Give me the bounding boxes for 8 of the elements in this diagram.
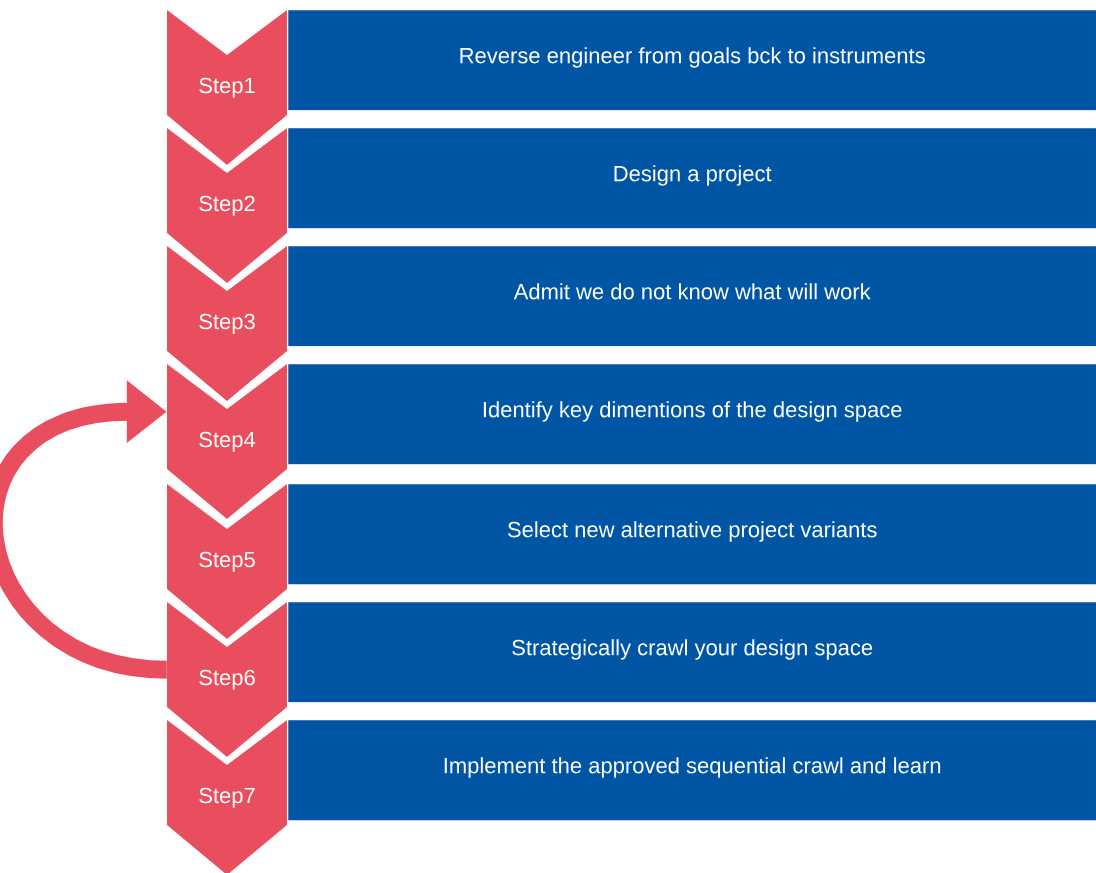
loop-arrow (0, 380, 168, 679)
step-box: Admit we do not know what will work (288, 246, 1096, 347)
step-box: Design a project (288, 128, 1096, 229)
step-box: Select new alternative project variants (288, 484, 1096, 585)
step-box: Strategically crawl your design space (288, 602, 1096, 703)
step-box: Reverse engineer from goals bck to instruments (288, 10, 1096, 111)
step-box: Identify key dimentions of the design space (288, 364, 1096, 465)
step-box: Implement the approved sequential crawl and learn (288, 720, 1096, 821)
